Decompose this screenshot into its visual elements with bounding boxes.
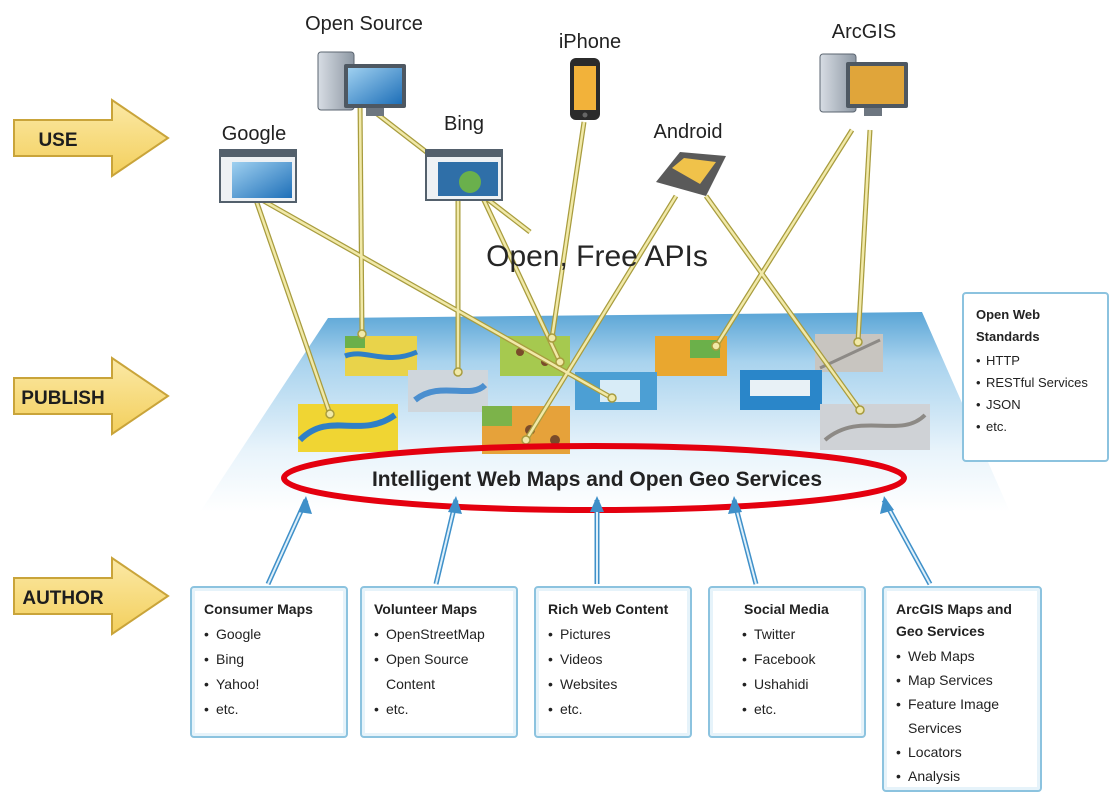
- standards-list: HTTP RESTful Services JSON etc.: [976, 350, 1095, 438]
- source-item: Pictures: [548, 622, 678, 647]
- client-label-google: Google: [222, 123, 287, 145]
- source-title: Consumer Maps: [204, 601, 313, 617]
- author-arrow: AUTHOR: [13, 556, 170, 636]
- arcgis-desktop-icon: [819, 53, 908, 116]
- source-box-rich-web-content: Rich Web Content Pictures Videos Website…: [534, 586, 692, 738]
- api-connectors-inner: [254, 99, 872, 441]
- standards-title: Open Web Standards: [976, 307, 1041, 344]
- source-title: Social Media: [744, 601, 829, 617]
- source-item: Analysis: [896, 764, 1028, 788]
- author-connectors-inner: [267, 499, 931, 585]
- browser-window-icon: [219, 149, 297, 203]
- client-label-bing: Bing: [444, 113, 484, 135]
- use-arrow: USE: [13, 98, 170, 178]
- platform-label: Intelligent Web Maps and Open Geo Servic…: [372, 468, 822, 491]
- stage-label-author: AUTHOR: [22, 588, 104, 609]
- source-item: etc.: [548, 697, 678, 722]
- source-item: Map Services: [896, 668, 1028, 692]
- source-item: OpenStreetMap: [374, 622, 504, 647]
- source-box-volunteer-maps: Volunteer Maps OpenStreetMap Open Source…: [360, 586, 518, 738]
- source-item: etc.: [204, 697, 334, 722]
- client-label-android: Android: [654, 121, 723, 143]
- source-title: Volunteer Maps: [374, 601, 478, 617]
- source-item: Videos: [548, 647, 678, 672]
- standards-item: HTTP: [976, 350, 1095, 372]
- source-box-social-media: Social Media Twitter Facebook Ushahidi e…: [708, 586, 866, 738]
- publish-arrow: PUBLISH: [13, 356, 170, 436]
- source-item: Locators: [896, 740, 1028, 764]
- source-item: Bing: [204, 647, 334, 672]
- apis-label: Open, Free APIs: [486, 240, 708, 273]
- standards-item: etc.: [976, 416, 1095, 438]
- connector-ends: [325, 329, 865, 445]
- source-box-arcgis-maps-and-geo-services: ArcGIS Maps and Geo Services Web Maps Ma…: [882, 586, 1042, 792]
- iphone-icon: [570, 58, 600, 120]
- author-connectors: [265, 498, 933, 586]
- source-item: Facebook: [742, 647, 852, 672]
- client-label-arcgis: ArcGIS: [832, 21, 896, 43]
- open-web-standards-box: Open Web Standards HTTP RESTful Services…: [962, 292, 1109, 462]
- stage-label-use: USE: [38, 130, 77, 151]
- client-label-iphone: iPhone: [559, 31, 621, 53]
- source-title: Rich Web Content: [548, 601, 669, 617]
- standards-item: JSON: [976, 394, 1095, 416]
- source-item: Open Source Content: [374, 647, 496, 697]
- source-box-consumer-maps: Consumer Maps Google Bing Yahoo! etc.: [190, 586, 348, 738]
- map-tiles: [297, 334, 930, 454]
- source-item: etc.: [742, 697, 852, 722]
- source-item: Yahoo!: [204, 672, 334, 697]
- standards-item: RESTful Services: [976, 372, 1095, 394]
- source-item: Feature Image Services: [896, 692, 1026, 740]
- source-item: Google: [204, 622, 334, 647]
- source-item: Websites: [548, 672, 678, 697]
- source-title: ArcGIS Maps and Geo Services: [896, 601, 1012, 639]
- desktop-computer-icon: [317, 51, 406, 116]
- source-item: etc.: [374, 697, 504, 722]
- stage-label-publish: PUBLISH: [21, 388, 104, 409]
- source-item: Twitter: [742, 622, 852, 647]
- android-device-icon: [656, 152, 726, 196]
- client-label-open-source: Open Source: [305, 13, 423, 35]
- bing-window-icon: [425, 149, 503, 201]
- source-item: Ushahidi: [742, 672, 852, 697]
- author-arrowheads: [298, 496, 894, 514]
- source-item: Web Maps: [896, 644, 1028, 668]
